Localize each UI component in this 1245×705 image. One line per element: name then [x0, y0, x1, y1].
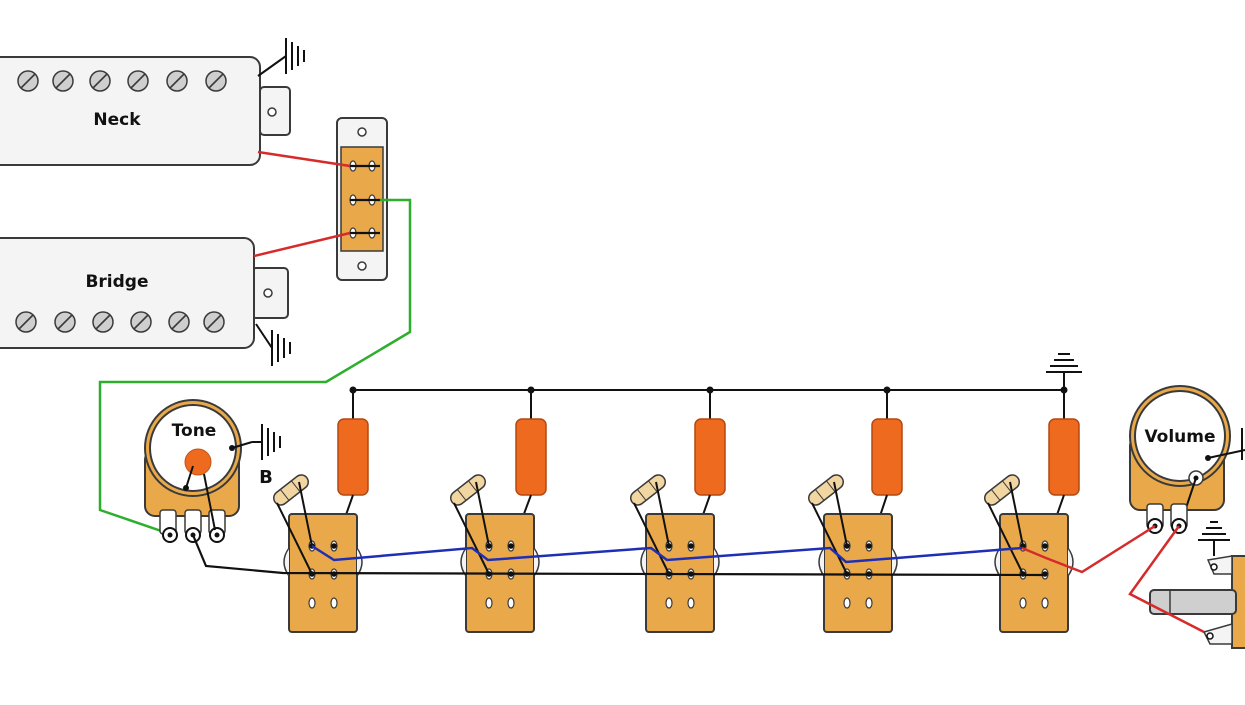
tone-lugs [159, 509, 226, 543]
resistor [808, 474, 844, 506]
resistor [630, 474, 666, 506]
resistor [273, 474, 309, 506]
b-label: B [259, 467, 273, 488]
bridge-hot-wire [253, 231, 351, 258]
cap-switch-unit [808, 390, 903, 633]
tone-label: Tone [172, 421, 217, 441]
capacitor [1048, 418, 1080, 496]
resistor [450, 474, 486, 506]
neck-label: Neck [93, 110, 141, 130]
toggle-switch [999, 513, 1069, 633]
neck-ground-icon [257, 38, 305, 77]
chain-wire [311, 544, 1023, 564]
capacitor-bus-wire [353, 372, 1065, 420]
tone-ground-icon [252, 424, 281, 460]
capacitor [694, 418, 726, 496]
cap-switch-unit [630, 390, 726, 633]
bus-ground-icon [1046, 353, 1082, 373]
jack-ground-icon [1198, 521, 1230, 556]
cap-switch-unit [273, 390, 369, 633]
neck-pickup: Neck [0, 56, 291, 166]
cap-switch-unit [984, 390, 1080, 633]
capacitor [871, 418, 903, 496]
output-hot-wire [1021, 524, 1205, 634]
toggle-switch [823, 513, 893, 633]
bridge-pickup: Bridge [0, 237, 289, 349]
tone-pot: Tone [144, 399, 253, 543]
bridge-label: Bridge [85, 272, 148, 292]
capacitor [337, 418, 369, 496]
resistor [984, 474, 1020, 506]
selector-output-wire [98, 198, 412, 536]
cap-switch-unit [450, 390, 547, 633]
neck-hot-wire [257, 150, 351, 168]
volume-label: Volume [1144, 427, 1215, 447]
output-jack [1149, 555, 1245, 649]
bridge-ground-icon [255, 323, 291, 366]
return-wire [191, 534, 1047, 577]
pickup-selector-switch [336, 117, 388, 281]
volume-pot: Volume [1129, 385, 1245, 534]
capacitor [515, 418, 547, 496]
